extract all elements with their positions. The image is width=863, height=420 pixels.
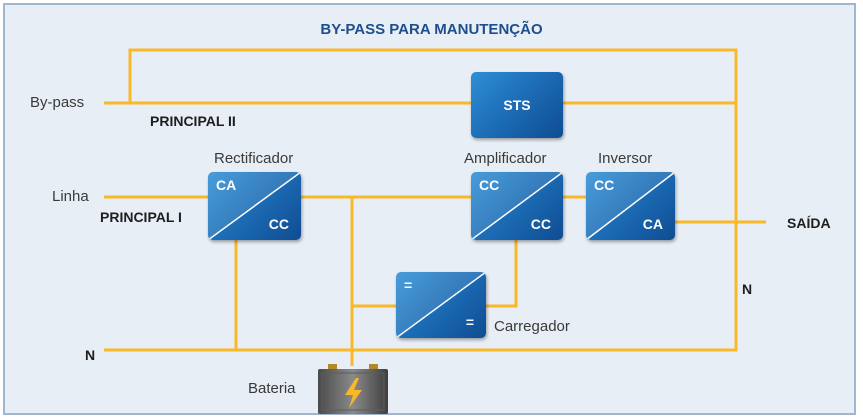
carregador-block: = =: [396, 272, 486, 338]
rectificador-block: CA CC: [208, 172, 301, 240]
label-principal-ii: PRINCIPAL II: [150, 113, 236, 129]
sts-block: STS: [471, 72, 563, 138]
diagonal-line: [586, 172, 675, 240]
wire-charger-amp: [486, 240, 518, 308]
label-saida: SAÍDA: [787, 215, 831, 231]
diagram-title: BY-PASS PARA MANUTENÇÃO: [320, 21, 543, 38]
amplificador-block: CC CC: [471, 172, 563, 240]
rectificador-in: CA: [216, 177, 237, 193]
inversor-in: CC: [594, 177, 615, 193]
wire-maintenance-bypass: [104, 48, 738, 105]
amplificador-out: CC: [530, 216, 551, 232]
inversor-out: CA: [642, 216, 663, 232]
label-bypass: By-pass: [30, 94, 85, 111]
amplificador-in: CC: [479, 177, 500, 193]
diagonal-line: [208, 172, 301, 240]
label-amplificador: Amplificador: [464, 150, 547, 167]
sts-label: STS: [503, 97, 531, 113]
wire-n-bus: [104, 222, 738, 352]
label-bateria: Bateria: [248, 380, 296, 397]
carregador-in: =: [404, 277, 413, 293]
label-n-left: N: [85, 347, 96, 363]
rectificador-out: CC: [268, 216, 289, 232]
inversor-block: CC CA: [586, 172, 675, 240]
label-carregador: Carregador: [494, 318, 570, 335]
label-principal-i: PRINCIPAL I: [100, 209, 182, 225]
label-linha: Linha: [52, 188, 89, 205]
diagonal-line: [396, 272, 486, 338]
diagonal-line: [471, 172, 563, 240]
carregador-out: =: [465, 314, 474, 330]
diagram-panel: [3, 3, 856, 415]
label-inversor: Inversor: [598, 150, 653, 167]
label-rectificador: Rectificador: [214, 150, 294, 167]
label-n-right: N: [742, 281, 753, 297]
battery-icon: [318, 364, 388, 414]
